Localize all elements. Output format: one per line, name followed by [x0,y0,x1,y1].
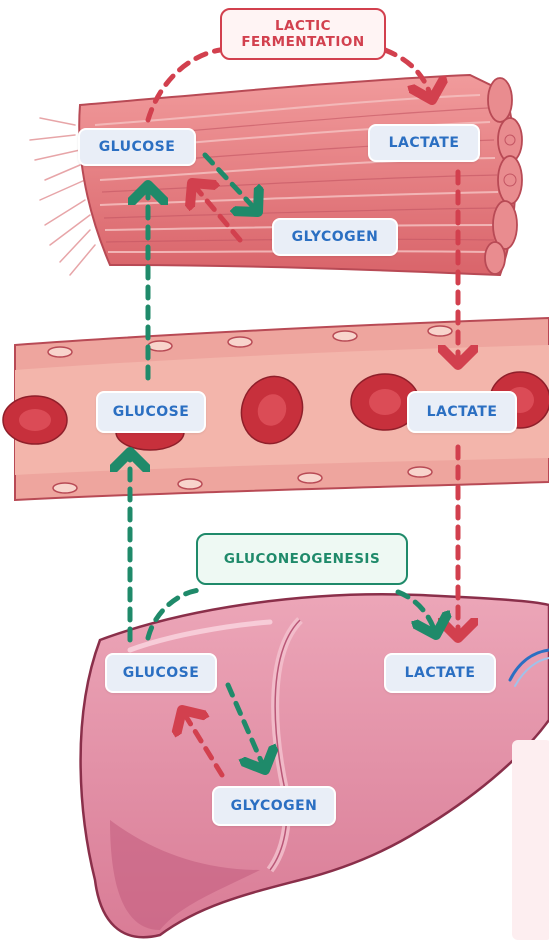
background-panel [512,740,549,940]
muscle-lactate-label: LACTATE [368,124,480,162]
liver-lactate-label: LACTATE [384,653,496,693]
blood-glucose-label: GLUCOSE [96,391,206,433]
liver-glucose-label: GLUCOSE [105,653,217,693]
lactic-fermentation-line1: LACTIC [275,18,331,34]
blood-lactate-label: LACTATE [407,391,517,433]
liver-glycogen-label: GLYCOGEN [212,786,336,826]
lactic-fermentation-line2: FERMENTATION [241,34,364,50]
liver [81,594,549,937]
muscle-glucose-label: GLUCOSE [78,128,196,166]
muscle-glycogen-label: GLYCOGEN [272,218,398,256]
lactic-fermentation-label: LACTIC FERMENTATION [220,8,386,60]
gluconeogenesis-label: GLUCONEOGENESIS [196,533,408,585]
